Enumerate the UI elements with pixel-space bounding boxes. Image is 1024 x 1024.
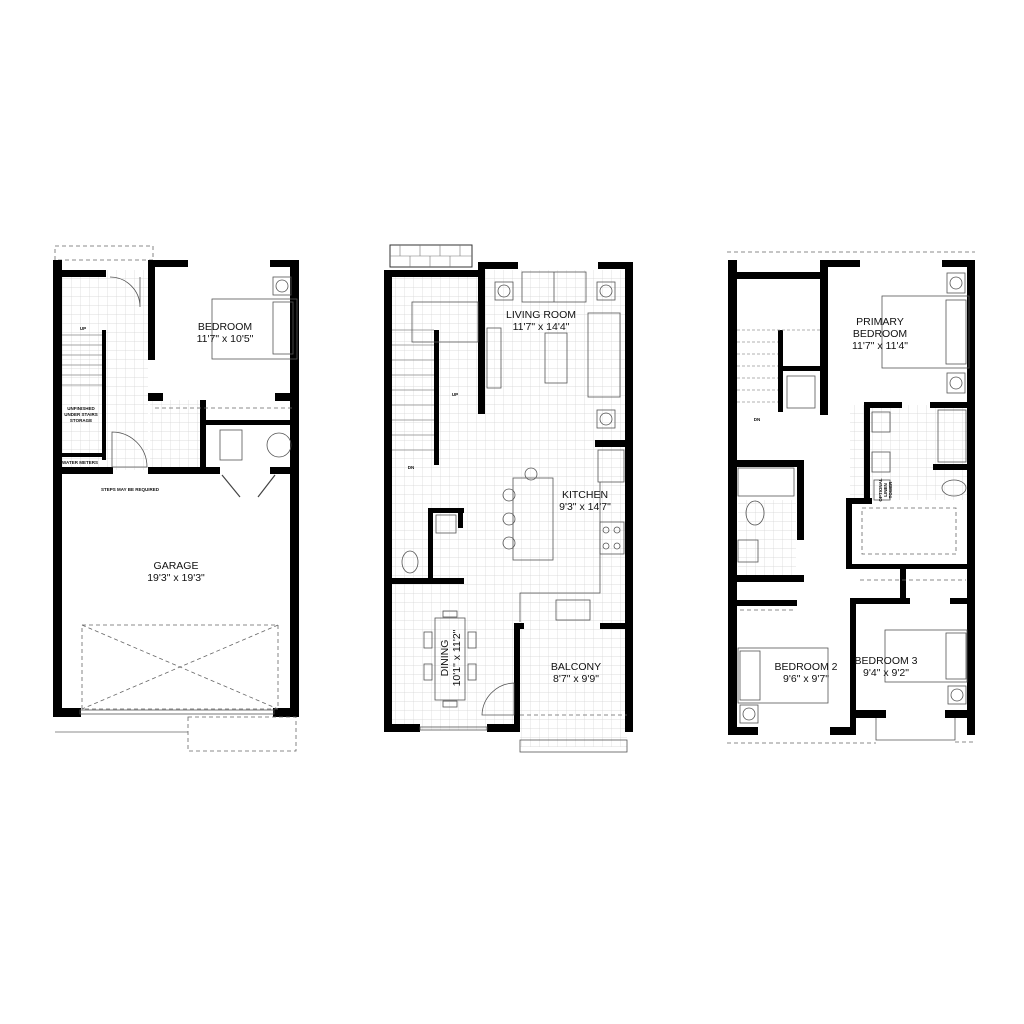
svg-text:DN: DN	[408, 465, 415, 470]
water-heater-icon	[266, 432, 292, 458]
washer-icon	[219, 429, 243, 461]
bed-icon	[211, 298, 298, 360]
svg-text:UP: UP	[80, 326, 86, 331]
garage-door-outline	[81, 624, 279, 710]
toilet-icon	[941, 479, 967, 497]
main-level-plan: LIVING ROOM 11'7" x 14'4" KITCHEN 9'3" x…	[384, 244, 633, 753]
toilet-icon	[745, 500, 765, 526]
steps-note: STEPS MAY BE REQUIRED	[101, 487, 160, 492]
svg-text:STORAGE: STORAGE	[70, 418, 92, 423]
garage-size: 19'3" x 19'3"	[147, 572, 205, 584]
nightstand-icons	[946, 272, 966, 394]
bedroom3-label: BEDROOM 3	[854, 655, 917, 667]
lamp-icons	[494, 281, 616, 429]
toilet-icon	[401, 550, 419, 574]
living-room-label: LIVING ROOM	[506, 309, 576, 321]
dining-table-icon	[434, 617, 466, 701]
closet-outline	[861, 507, 957, 555]
primary-bedroom-label-1: PRIMARY	[856, 316, 904, 328]
balcony-door-icon	[481, 682, 515, 716]
porch-outline	[54, 245, 154, 261]
kitchen-island	[512, 477, 554, 561]
bedroom2-label: BEDROOM 2	[774, 661, 837, 673]
nightstand-icon	[272, 276, 292, 296]
vanity-icon	[435, 514, 457, 534]
svg-text:UNFINISHED: UNFINISHED	[67, 406, 95, 411]
living-room-size: 11'7" x 14'4"	[513, 321, 570, 333]
bedroom-label: BEDROOM	[198, 321, 252, 333]
balcony-label: BALCONY	[551, 661, 601, 673]
bedroom2-size: 9'6" x 9'7"	[783, 673, 829, 685]
svg-text:UP: UP	[452, 392, 458, 397]
bedroom-size: 11'7" x 10'5"	[197, 333, 254, 345]
svg-text:LINEN: LINEN	[883, 483, 888, 497]
svg-text:DN: DN	[754, 417, 761, 422]
fridge-icon	[597, 449, 625, 483]
tv-console-icon	[486, 327, 502, 389]
svg-text:OPTIONAL: OPTIONAL	[878, 478, 883, 502]
bathtub-icon	[937, 409, 967, 463]
linen-closet	[786, 375, 816, 409]
bed-icon	[737, 647, 829, 704]
bed-icon	[881, 295, 970, 369]
bed-icon	[884, 629, 968, 683]
primary-bedroom-label-2: BEDROOM	[853, 328, 907, 340]
door-icon	[111, 431, 148, 468]
coffee-table-icon	[544, 332, 568, 384]
sofa-icon	[587, 312, 621, 398]
sink-icon	[737, 539, 759, 563]
primary-bedroom-size: 11'7" x 11'4"	[852, 340, 908, 352]
bathtub-icon	[737, 467, 795, 497]
kitchen-label: KITCHEN	[562, 489, 608, 501]
svg-text:UNDER STAIRS: UNDER STAIRS	[64, 412, 97, 417]
sink-icon	[871, 411, 891, 433]
balcony-size: 8'7" x 9'9"	[553, 673, 599, 685]
balcony-tile	[520, 632, 627, 747]
svg-text:TOWER: TOWER	[888, 481, 893, 498]
water-meters-label: WATER METERS	[62, 460, 98, 465]
lower-level-plan: BEDROOM 11'7" x 10'5" GARAGE 19'3" x 19'…	[53, 245, 299, 752]
kitchen-size: 9'3" x 14'7"	[559, 501, 611, 513]
upper-level-plan: OPTIONAL LINEN TOWER PRIMARY BEDROOM 11'…	[727, 251, 975, 744]
garage-label: GARAGE	[154, 560, 199, 572]
sink-icon	[555, 599, 591, 621]
sink-icon	[871, 451, 891, 473]
dining-label: DINING	[439, 640, 451, 677]
entry-door-icon	[109, 276, 141, 308]
bedroom3-size: 9'4" x 9'2"	[863, 667, 909, 679]
dining-size: 10'1" x 11'2"	[451, 629, 463, 686]
